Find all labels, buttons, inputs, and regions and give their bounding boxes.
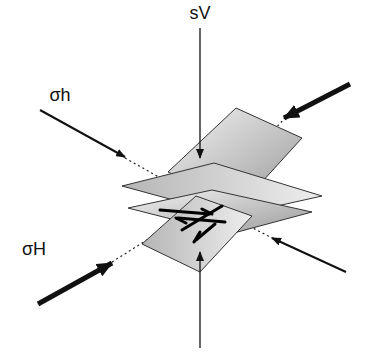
stress-arrow: [284, 84, 350, 118]
shear-arrows: [160, 206, 225, 242]
stress-arrow: [199, 28, 200, 158]
stress-arrow: [272, 238, 346, 272]
stress-arrow: [199, 252, 200, 348]
stress-arrow: [40, 110, 125, 157]
stress-arrow: [38, 263, 112, 304]
stress-label: σH: [22, 240, 46, 258]
stress-label: sV: [189, 4, 210, 22]
stress-label: σh: [49, 86, 70, 104]
